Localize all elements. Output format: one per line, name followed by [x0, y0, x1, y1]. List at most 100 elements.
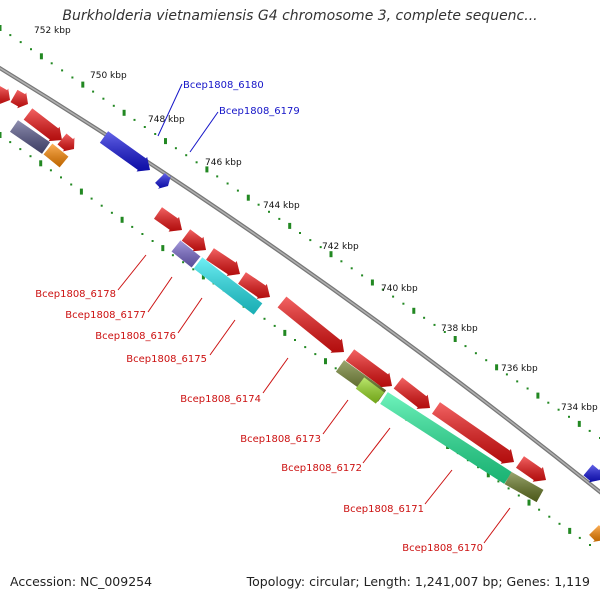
- gene-feature-shading: [0, 86, 10, 104]
- gene-feature-shading: [193, 257, 263, 315]
- scale-dot: [497, 480, 500, 483]
- scale-dot: [548, 515, 551, 518]
- gene-feature-shading: [23, 108, 62, 142]
- callout-line: [209, 319, 236, 356]
- scale-dot: [443, 331, 446, 333]
- scale-dot: [143, 126, 146, 128]
- callout-line: [262, 357, 289, 394]
- gene-label-bcep1808-6176: Bcep1808_6176: [95, 331, 176, 342]
- scale-dot: [49, 169, 52, 172]
- scale-dot: [19, 41, 22, 44]
- topology-label: Topology: circular; Length: 1,241,007 bp…: [246, 574, 590, 589]
- gene-feature-shading: [10, 89, 28, 109]
- gene-feature-shading: [504, 471, 544, 503]
- scale-dot: [110, 211, 113, 214]
- tick-label: 742 kbp: [322, 242, 359, 252]
- callout-line: [117, 254, 147, 291]
- gene-feature-shading: [99, 131, 150, 172]
- gene-feature-shading: [345, 349, 392, 388]
- scale-dot: [283, 329, 287, 336]
- gene-label-bcep1808-6180: Bcep1808_6180: [183, 80, 264, 91]
- tick-label: 740 kbp: [381, 284, 418, 294]
- scale-dot: [29, 155, 32, 158]
- scale-dot: [402, 302, 405, 305]
- gene-label-bcep1808-6173: Bcep1808_6173: [240, 434, 321, 445]
- scale-dot: [133, 118, 136, 121]
- gene-features: [0, 86, 600, 542]
- gene-label-bcep1808-6170: Bcep1808_6170: [402, 543, 483, 554]
- scale-dot: [392, 295, 395, 298]
- scale-dot: [185, 154, 188, 157]
- scale-dot: [350, 267, 353, 270]
- genome-backbone-highlight: [0, 67, 600, 493]
- callout-line: [147, 276, 173, 313]
- scale-dot: [370, 279, 374, 286]
- scale-ring-dots: [0, 25, 600, 546]
- callout-line: [177, 297, 203, 334]
- scale-dot: [412, 307, 416, 314]
- scale-dot: [558, 522, 561, 525]
- scale-dot: [517, 494, 520, 497]
- gene-label-bcep1808-6175: Bcep1808_6175: [126, 354, 207, 365]
- scale-dot: [526, 387, 529, 390]
- gene-feature-shading: [206, 248, 240, 276]
- gene-feature-shading: [154, 207, 182, 232]
- scale-dot: [329, 251, 333, 258]
- scale-dot: [495, 364, 499, 371]
- scale-dot: [90, 197, 93, 200]
- scale-dot: [324, 358, 327, 365]
- scale-dot: [92, 90, 95, 93]
- scale-dot: [568, 415, 570, 418]
- scale-dot: [453, 336, 457, 342]
- scale-dot: [39, 53, 43, 60]
- scale-dot: [589, 544, 591, 546]
- gene-label-bcep1808-6174: Bcep1808_6174: [180, 394, 261, 405]
- scale-dot: [71, 76, 74, 79]
- scale-dot: [527, 499, 531, 506]
- scale-dot: [112, 104, 115, 107]
- callout-line: [483, 507, 511, 544]
- scale-dot: [304, 346, 307, 349]
- gene-feature-shading: [516, 456, 546, 482]
- accession-label: Accession: NC_009254: [10, 574, 153, 589]
- gene-feature-shading: [432, 402, 514, 464]
- scale-dot: [577, 420, 581, 427]
- scale-dot: [154, 133, 157, 135]
- scale-dot: [464, 345, 467, 348]
- scale-dot: [557, 408, 560, 411]
- scale-dot: [314, 353, 317, 356]
- scale-dot: [268, 210, 270, 213]
- scale-dot: [61, 69, 64, 72]
- tick-labels: 752 kbp 750 kbp 748 kbp 746 kbp 744 kbp …: [34, 26, 598, 413]
- callout-line: [157, 83, 183, 137]
- scale-dot: [226, 182, 229, 185]
- scale-dot: [201, 273, 205, 280]
- scale-dot: [81, 81, 85, 88]
- scale-dot: [216, 175, 219, 178]
- scale-dot: [174, 147, 177, 150]
- tick-label: 752 kbp: [34, 26, 71, 36]
- scale-dot: [205, 166, 209, 173]
- scale-dot: [122, 109, 126, 116]
- scale-dot: [182, 261, 185, 264]
- scale-dot: [257, 203, 260, 206]
- tick-label: 736 kbp: [501, 364, 538, 374]
- callout-line: [322, 399, 349, 435]
- scale-dot: [278, 217, 281, 220]
- scale-dot: [100, 204, 103, 207]
- gene-feature-shading: [155, 173, 171, 189]
- scale-dot: [9, 141, 12, 144]
- scale-dot: [507, 487, 510, 490]
- scale-dot: [423, 316, 426, 319]
- scale-dot: [294, 339, 296, 341]
- gene-label-bcep1808-6172: Bcep1808_6172: [281, 463, 362, 474]
- scale-dot: [486, 471, 490, 478]
- scale-dot: [9, 34, 12, 37]
- tick-label: 746 kbp: [205, 158, 242, 168]
- scale-dot: [0, 25, 2, 31]
- scale-dot: [309, 239, 312, 242]
- tick-label: 734 kbp: [561, 403, 598, 413]
- scale-dot: [131, 225, 134, 228]
- tick-label: 738 kbp: [441, 324, 478, 334]
